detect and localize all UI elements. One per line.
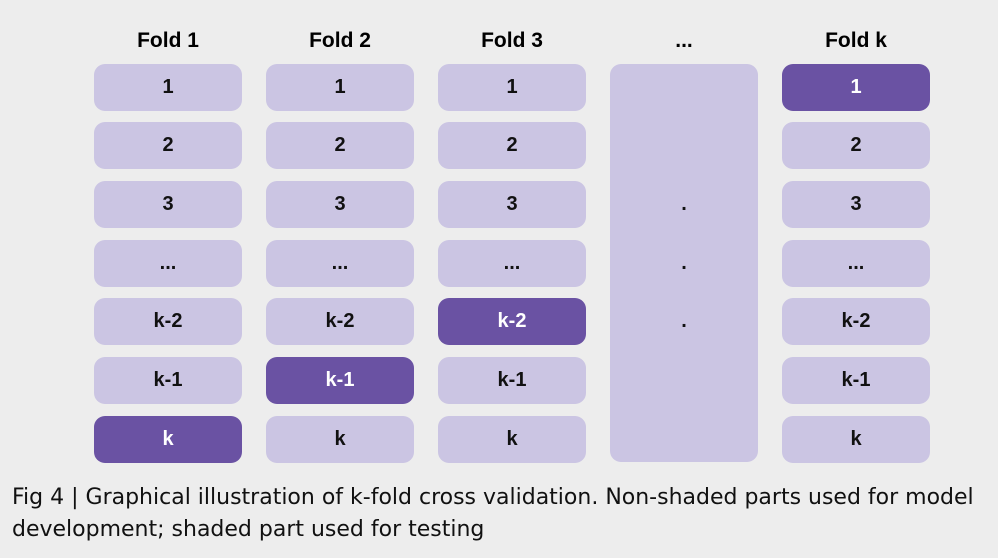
train-fold-cell: 2 xyxy=(782,122,930,169)
fold-header: ... xyxy=(675,29,693,52)
train-fold-cell: k xyxy=(266,416,414,463)
train-fold-cell: ... xyxy=(266,240,414,287)
train-fold-cell: k xyxy=(438,416,586,463)
train-fold-cell: 3 xyxy=(438,181,586,228)
fold-header: Fold 2 xyxy=(309,29,371,52)
test-fold-cell: k-1 xyxy=(266,357,414,404)
train-fold-cell: 3 xyxy=(782,181,930,228)
train-fold-cell: 2 xyxy=(438,122,586,169)
train-fold-cell: 1 xyxy=(94,64,242,111)
train-fold-cell: 2 xyxy=(266,122,414,169)
figure-caption: Fig 4 | Graphical illustration of k-fold… xyxy=(12,485,974,542)
fold-header: Fold 1 xyxy=(137,29,199,52)
test-fold-cell: k-2 xyxy=(438,298,586,345)
train-fold-cell: k-2 xyxy=(94,298,242,345)
ellipsis-dot: . xyxy=(681,193,687,215)
train-fold-cell: ... xyxy=(94,240,242,287)
test-fold-cell: 1 xyxy=(782,64,930,111)
train-fold-cell: 2 xyxy=(94,122,242,169)
train-fold-cell: ... xyxy=(782,240,930,287)
train-fold-cell: 1 xyxy=(266,64,414,111)
train-fold-cell: ... xyxy=(438,240,586,287)
train-fold-cell: k xyxy=(782,416,930,463)
train-fold-cell: 1 xyxy=(438,64,586,111)
train-fold-cell: k-2 xyxy=(782,298,930,345)
train-fold-cell: k-2 xyxy=(266,298,414,345)
train-fold-cell: k-1 xyxy=(782,357,930,404)
train-fold-cell: k-1 xyxy=(438,357,586,404)
test-fold-cell: k xyxy=(94,416,242,463)
fold-header: Fold 3 xyxy=(481,29,543,52)
ellipsis-column: ... xyxy=(610,64,758,462)
train-fold-cell: 3 xyxy=(94,181,242,228)
train-fold-cell: k-1 xyxy=(94,357,242,404)
train-fold-cell: 3 xyxy=(266,181,414,228)
ellipsis-dot: . xyxy=(681,310,687,332)
fold-header: Fold k xyxy=(825,29,887,52)
ellipsis-dot: . xyxy=(681,252,687,274)
